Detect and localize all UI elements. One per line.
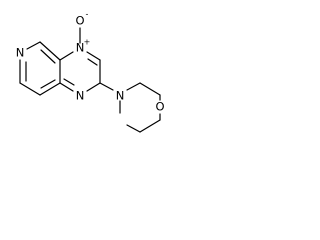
bond (59, 51, 74, 61)
bond (139, 119, 161, 133)
bond (86, 82, 101, 92)
pyridine-nitrogen-label: N (16, 46, 25, 60)
oxide-oxygen-label: O (75, 14, 84, 28)
atom-labels: N N + O - N N O (16, 10, 165, 114)
bond (26, 41, 41, 50)
bond (40, 79, 56, 89)
bond (99, 82, 114, 91)
morpholine-oxygen-label: O (155, 100, 164, 114)
n-oxide-positive-charge: + (84, 38, 91, 47)
n-oxide-nitrogen-label: N (76, 41, 85, 55)
bond (59, 82, 74, 92)
bond (19, 82, 41, 96)
molecule-drawing: N N + O - N N O (16, 10, 165, 133)
structure-diagram: N N + O - N N O (0, 0, 205, 153)
triazine-nitrogen-label: N (76, 89, 85, 103)
bond (126, 82, 141, 91)
bonds (19, 27, 161, 133)
bond (87, 58, 98, 66)
morpholine-nitrogen-label: N (116, 89, 125, 103)
bond (39, 41, 61, 61)
bond (40, 49, 56, 64)
bond (139, 82, 161, 96)
oxide-negative-charge: - (86, 10, 89, 19)
bond (63, 78, 75, 86)
bond (126, 124, 141, 133)
bond (86, 51, 101, 61)
bond (39, 82, 61, 96)
